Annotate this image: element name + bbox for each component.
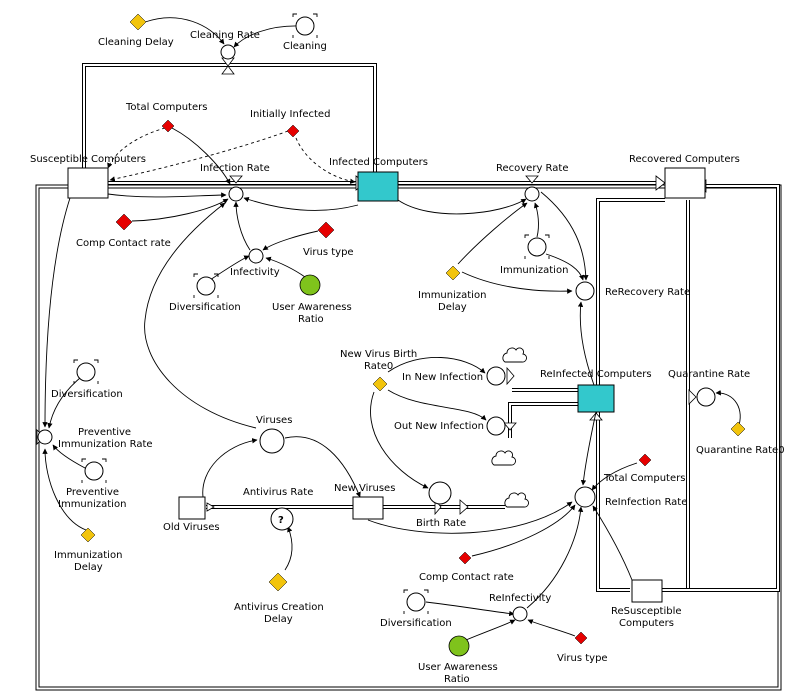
- recovered-computers-stock: [664, 167, 706, 199]
- diversification-label: Diversification: [169, 302, 241, 313]
- recovery-rate-circle-icon: [524, 186, 540, 202]
- reinfection-rate-circle-icon: [574, 486, 596, 508]
- quarantine-rate-label: Quarantine Rate: [668, 369, 750, 380]
- diversification-left-circle-icon: [73, 359, 99, 384]
- virus-type-label: Virus type: [303, 247, 354, 258]
- new-virus-birth-rate-diamond-icon: [372, 376, 388, 392]
- recovery-rate-label: Recovery Rate: [496, 163, 568, 174]
- birth-rate-circle-icon: [428, 481, 452, 505]
- labels: Cleaning Delay Cleaning Rate Cleaning To…: [30, 30, 785, 685]
- total-computers-right-label: Total Computers: [603, 473, 685, 484]
- user-awareness-ratio-bottom-green-circle-icon: [448, 635, 470, 657]
- susceptible-computers-label: Susceptible Computers: [30, 154, 146, 165]
- cleaning-label: Cleaning: [283, 41, 327, 52]
- antivirus-creation-delay-diamond-icon: [268, 572, 288, 592]
- cleaning-circle-icon: [292, 13, 318, 38]
- initially-infected-diamond-icon: [286, 124, 300, 138]
- immunization-delay-diamond-icon: [445, 265, 461, 281]
- cleaning-delay-diamond-icon: [129, 13, 147, 31]
- user-awareness-ratio-green-circle-icon: [299, 274, 321, 296]
- diamond-icons: [80, 13, 746, 645]
- resusceptible-computers-stock: [631, 579, 663, 603]
- antivirus-rate-circle-icon: [270, 507, 294, 531]
- total-computers-label: Total Computers: [125, 102, 207, 113]
- diversification-left-label: Diversification: [51, 389, 123, 400]
- new-viruses-label: New Viruses: [334, 483, 395, 494]
- immunization-delay-left-diamond-icon: [80, 527, 96, 543]
- infection-rate-circle-icon: [228, 186, 244, 202]
- comp-contact-rate-bottom-diamond-icon: [458, 551, 472, 565]
- initially-infected-label: Initially Infected: [250, 109, 330, 120]
- antivirus-unknown-marker: ?: [278, 515, 284, 526]
- out-new-infection-circle-icon: [486, 416, 506, 436]
- rerecovery-rate-label: ReRecovery Rate: [605, 287, 690, 298]
- old-viruses-label: Old Viruses: [163, 522, 220, 533]
- viruses-circle-icon: [259, 428, 285, 454]
- reinfection-rate-label: ReInfection Rate: [605, 497, 687, 508]
- cleaning-delay-label: Cleaning Delay: [98, 37, 174, 48]
- rerecovery-rate-circle-icon: [575, 281, 595, 301]
- viruses-label: Viruses: [256, 415, 292, 426]
- comp-contact-rate-bottom-label: Comp Contact rate: [419, 572, 514, 583]
- old-viruses-stock: [178, 496, 206, 520]
- preventive-immunization-circle-icon: [81, 458, 107, 483]
- total-computers-right-diamond-icon: [638, 453, 652, 467]
- reinfectivity-circle-icon: [512, 606, 528, 622]
- virus-type-diamond-icon: [317, 221, 335, 239]
- cleaning-rate-circle-icon: [220, 44, 236, 60]
- out-new-infection-label: Out New Infection: [394, 421, 484, 432]
- preventive-immunization-rate-circle-icon: [37, 429, 53, 445]
- diversification-bottom-label: Diversification: [380, 618, 452, 629]
- immunization-label: Immunization: [500, 265, 568, 276]
- quarantine-rate-circle-icon: [696, 387, 716, 407]
- connector-links: [42, 17, 741, 641]
- antivirus-rate-label: Antivirus Rate: [243, 487, 313, 498]
- cloud-icon: [491, 347, 529, 508]
- total-computers-diamond-icon: [161, 119, 175, 133]
- infection-rate-label: Infection Rate: [200, 163, 270, 174]
- diversification-bottom-circle-icon: [403, 589, 429, 614]
- infectivity-circle-icon: [248, 248, 264, 264]
- quarantine-rate0-diamond-icon: [730, 421, 746, 437]
- cleaning-rate-label: Cleaning Rate: [190, 30, 260, 41]
- comp-contact-rate-label: Comp Contact rate: [76, 238, 171, 249]
- infectivity-label: Infectivity: [230, 267, 280, 278]
- in-new-infection-circle-icon: [486, 366, 506, 386]
- birth-rate-label: Birth Rate: [416, 518, 466, 529]
- recovered-computers-label: Recovered Computers: [629, 154, 740, 165]
- in-new-infection-label: In New Infection: [402, 372, 483, 383]
- reinfected-computers-label: ReInfected Computers: [540, 369, 652, 380]
- immunization-circle-icon: [524, 234, 550, 259]
- virus-type-bottom-diamond-icon: [574, 631, 588, 645]
- infected-computers-label: Infected Computers: [329, 157, 428, 168]
- virus-type-bottom-label: Virus type: [557, 653, 608, 664]
- susceptible-computers-stock: [67, 167, 109, 199]
- infected-computers-stock: [357, 171, 399, 202]
- diversification-circle-icon: [193, 273, 219, 298]
- comp-contact-rate-diamond-icon: [115, 213, 133, 231]
- quarantine-rate0-label: Quarantine Rate0: [696, 445, 785, 456]
- reinfected-computers-stock: [577, 384, 615, 413]
- new-viruses-stock: [352, 496, 384, 520]
- reinfectivity-label: ReInfectivity: [489, 593, 551, 604]
